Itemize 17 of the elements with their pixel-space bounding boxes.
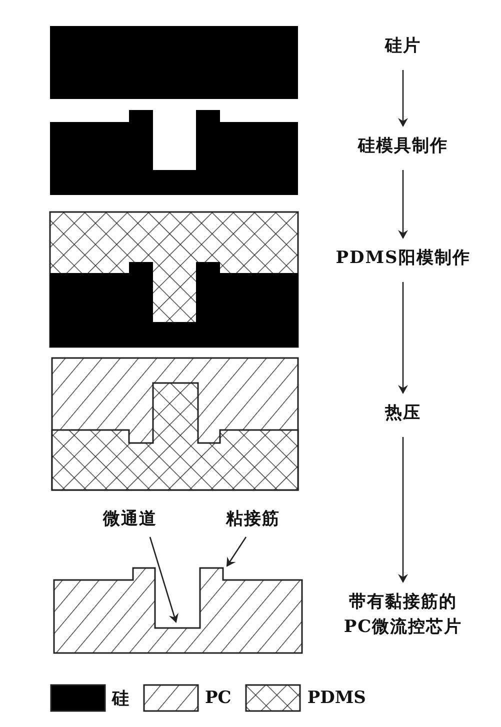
legend-label: 硅 bbox=[112, 688, 129, 710]
callout-label: 微通道 bbox=[93, 507, 167, 535]
pc-chip-drawing bbox=[53, 567, 303, 654]
arrow bbox=[398, 170, 408, 239]
legend-label: PDMS bbox=[307, 688, 366, 708]
step-label: 热压 bbox=[368, 401, 438, 429]
step-label: PDMS阳模制作 bbox=[322, 246, 484, 274]
leader-line bbox=[226, 536, 247, 567]
step-label: 硅片 bbox=[368, 34, 438, 62]
arrow bbox=[398, 70, 408, 127]
leader-line bbox=[149, 536, 178, 623]
callout-label: 粘接筋 bbox=[216, 507, 290, 535]
step-label: 硅模具制作 bbox=[338, 134, 468, 162]
arrow bbox=[398, 437, 408, 583]
legend-label: PC bbox=[205, 688, 232, 708]
arrow bbox=[398, 282, 408, 394]
step-label: 带有黏接筋的PC微流控芯片 bbox=[340, 590, 466, 642]
